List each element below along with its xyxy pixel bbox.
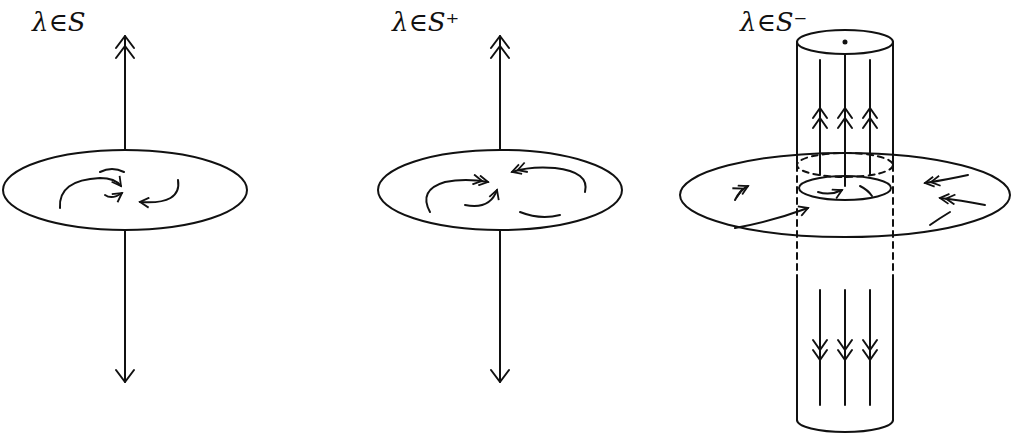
figure-label: λ∈S⁻ <box>740 8 807 37</box>
figure-label: λ∈S⁺ <box>392 8 459 37</box>
vortex-sketch <box>378 36 622 382</box>
vortex-tube-sketch <box>680 30 1010 432</box>
vortex-sketch <box>3 36 247 382</box>
figure-label: λ∈S <box>32 8 86 37</box>
